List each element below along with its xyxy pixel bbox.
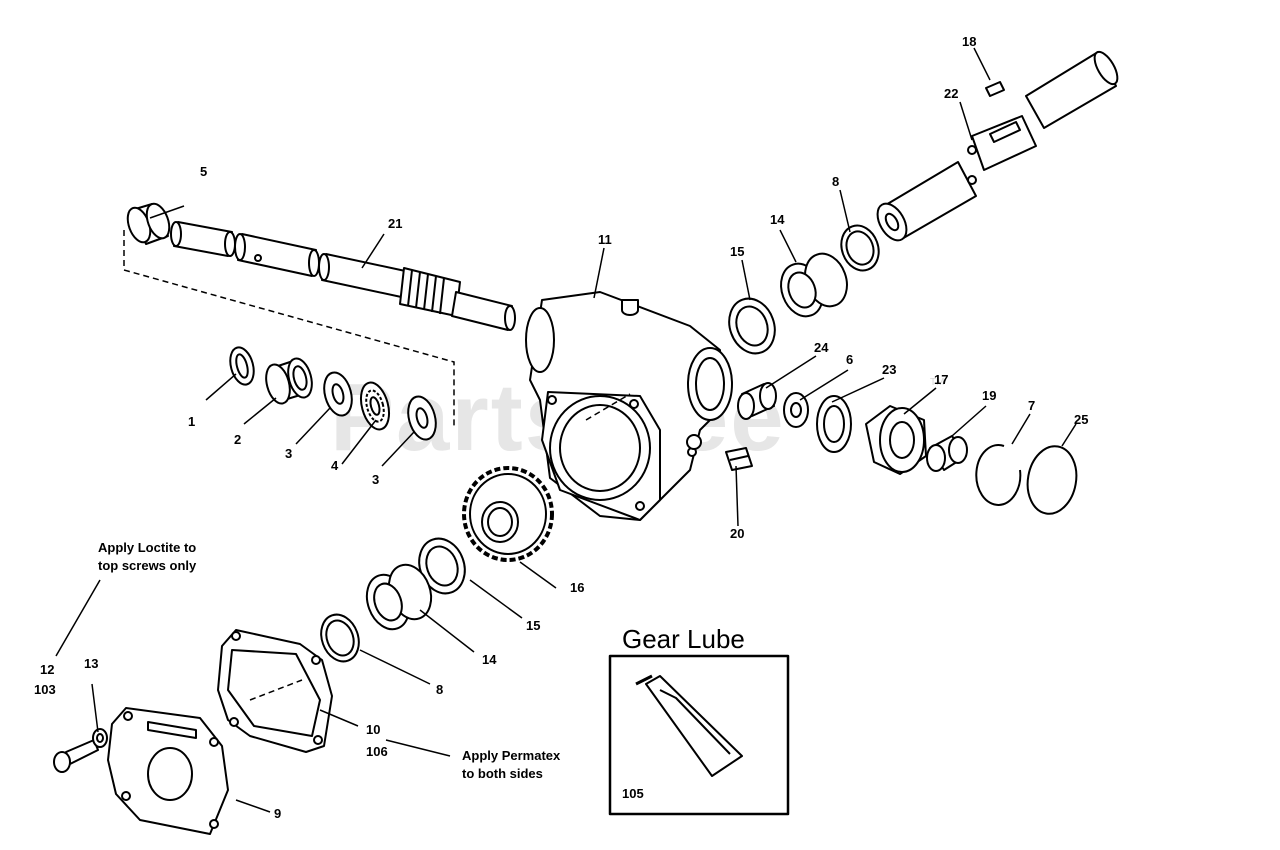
label-part-19: 19	[982, 388, 996, 403]
part-2-bearing[interactable]	[262, 356, 316, 406]
label-part-2: 2	[234, 432, 241, 447]
label-part-10: 10	[366, 722, 380, 737]
note-loctite-line2: top screws only	[98, 558, 197, 573]
part-17-bearing-cup[interactable]	[865, 405, 927, 475]
output-shaft[interactable]	[872, 161, 977, 245]
part-7-snap-ring[interactable]	[975, 444, 1022, 506]
label-part-3: 3	[372, 472, 379, 487]
gear-lube-title: Gear Lube	[622, 624, 745, 654]
label-part-8: 8	[832, 174, 839, 189]
part-14-bearing[interactable]	[360, 559, 439, 635]
note-loctite-line1: Apply Loctite to	[98, 540, 196, 555]
label-part-13: 13	[84, 656, 98, 671]
part-5-bushing[interactable]	[123, 201, 173, 246]
part-16-gear[interactable]	[462, 466, 554, 562]
label-part-5: 5	[200, 164, 207, 179]
part-25-o-ring[interactable]	[1022, 442, 1081, 517]
part-19-bushing[interactable]	[926, 435, 968, 472]
assembly-lines	[123, 230, 631, 701]
part-3-washer[interactable]	[320, 369, 357, 418]
label-part-22: 22	[944, 86, 958, 101]
part-12-screw[interactable]	[53, 739, 99, 773]
label-part-14: 14	[770, 212, 785, 227]
label-part-1: 1	[188, 414, 195, 429]
part-6-washer[interactable]	[783, 392, 809, 428]
shaft-tube[interactable]	[1025, 48, 1122, 129]
label-part-12: 12	[40, 662, 54, 677]
part-9-cover-plate[interactable]	[107, 707, 229, 835]
part-18-key[interactable]	[985, 81, 1005, 97]
part-11-gear-housing[interactable]	[525, 291, 733, 521]
label-part-103: 103	[34, 682, 56, 697]
watermark-tm: TM	[930, 377, 944, 388]
part-15-washer[interactable]	[722, 292, 782, 360]
label-part-9: 9	[274, 806, 281, 821]
part-4-thrust-bearing[interactable]	[356, 379, 394, 432]
part-1-seal[interactable]	[226, 345, 257, 387]
part-8-seal[interactable]	[315, 609, 365, 666]
part-15-washer[interactable]	[412, 532, 472, 600]
gear-lube-box	[608, 654, 790, 816]
note-permatex-line1: Apply Permatex	[462, 748, 561, 763]
label-part-20: 20	[730, 526, 744, 541]
label-part-7: 7	[1028, 398, 1035, 413]
shaft-segment[interactable]	[170, 221, 236, 257]
label-part-15: 15	[730, 244, 744, 259]
label-part-8: 8	[436, 682, 443, 697]
note-permatex-line2: to both sides	[462, 766, 543, 781]
label-part-11: 11	[598, 232, 612, 247]
label-part-18: 18	[962, 34, 976, 49]
label-part-21: 21	[388, 216, 402, 231]
gear-lube-part-number: 105	[622, 786, 644, 801]
leader-lines	[55, 47, 1077, 813]
label-part-6: 6	[846, 352, 853, 367]
part-13-lock-washer[interactable]	[92, 728, 108, 748]
part-8-seal[interactable]	[835, 220, 885, 276]
label-part-23: 23	[882, 362, 896, 377]
part-21-worm-shaft[interactable]	[318, 253, 516, 331]
label-part-15: 15	[526, 618, 540, 633]
part-24-bushing[interactable]	[737, 382, 777, 420]
label-part-17: 17	[934, 372, 948, 387]
part-23-washer[interactable]	[816, 395, 852, 453]
label-part-16: 16	[570, 580, 584, 595]
label-part-3: 3	[285, 446, 292, 461]
part-14-bearing[interactable]	[774, 248, 854, 322]
shaft-segment[interactable]	[234, 233, 320, 277]
label-part-106: 106	[366, 744, 388, 759]
label-part-25: 25	[1074, 412, 1088, 427]
part-20-plug[interactable]	[725, 447, 753, 471]
part-3-washer[interactable]	[404, 393, 441, 442]
label-part-24: 24	[814, 340, 829, 355]
part-10-gasket[interactable]	[217, 629, 333, 753]
label-part-4: 4	[331, 458, 339, 473]
label-part-14: 14	[482, 652, 497, 667]
part-22-shaft-segment[interactable]	[967, 115, 1037, 171]
